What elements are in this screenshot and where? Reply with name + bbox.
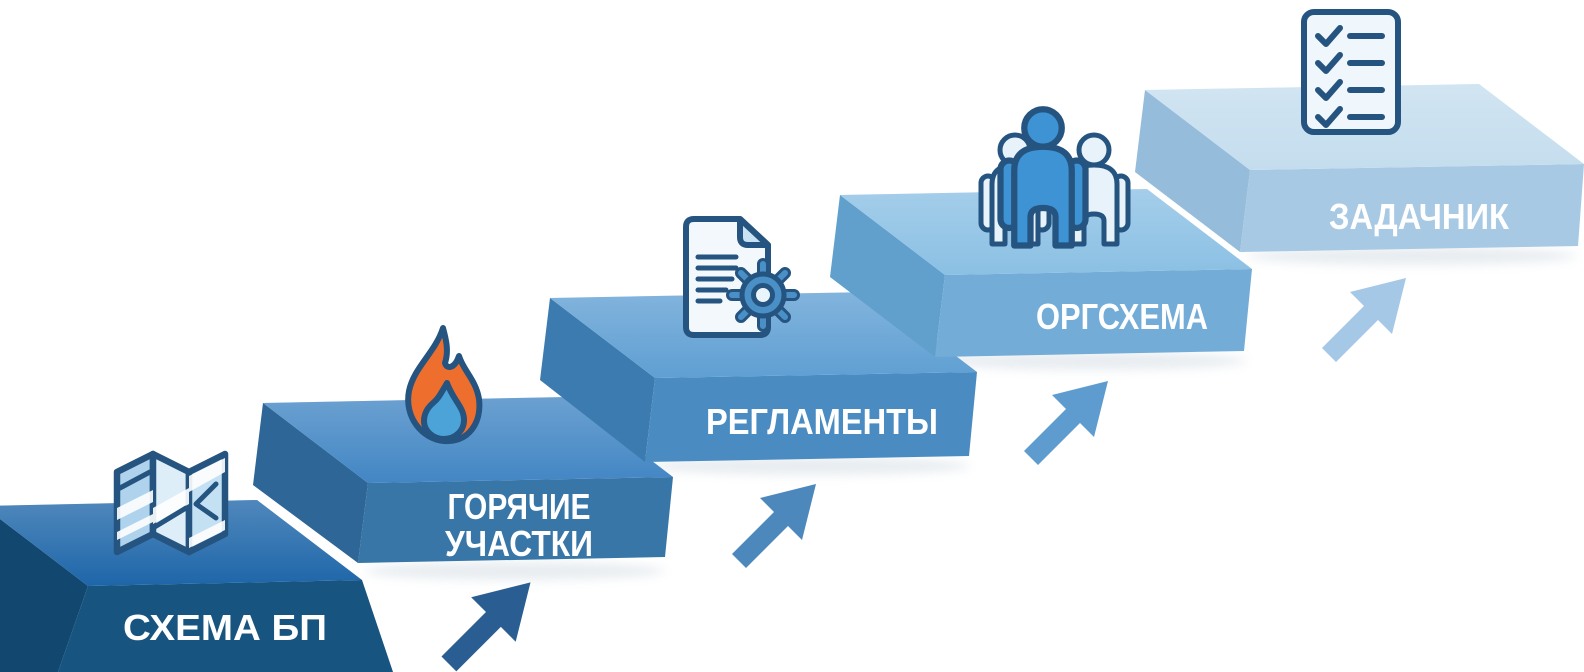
step2-top-sheen <box>263 397 673 483</box>
gear <box>726 258 800 332</box>
step3-label: РЕГЛАМЕНТЫ <box>706 401 938 442</box>
step2-side-face <box>253 403 368 563</box>
step1-side-face <box>0 518 88 672</box>
step1-front-face <box>58 580 393 672</box>
step5-side-face <box>1135 90 1250 252</box>
step5-label: ЗАДАЧНИК <box>1329 196 1510 237</box>
step-orgschema: ОРГСХЕМА <box>830 109 1252 357</box>
step-goryachie-uchastki: ГОРЯЧИЕ УЧАСТКИ <box>253 325 673 564</box>
step3-front-face <box>645 372 977 462</box>
flame-icon <box>405 325 483 445</box>
step-schema-bp: СХЕМА БП <box>0 450 393 672</box>
step1-label: СХЕМА БП <box>123 607 327 648</box>
document-gear-icon <box>683 216 800 338</box>
map-icon <box>113 450 229 556</box>
step4-label: ОРГСХЕМА <box>1036 296 1208 337</box>
step3-side-face <box>540 298 655 462</box>
step4-front-face <box>935 269 1252 357</box>
step2-label-line1: ГОРЯЧИЕ <box>448 486 591 527</box>
ground-shadows <box>365 247 1577 580</box>
step2-label-line2: УЧАСТКИ <box>445 523 593 564</box>
checklist-icon <box>1301 9 1401 135</box>
step2-front-face <box>358 477 673 563</box>
step4-top-sheen <box>840 189 1252 275</box>
step4-side-face <box>830 195 945 357</box>
step5-front-face <box>1240 164 1584 252</box>
step-zadachnik: ЗАДАЧНИК <box>1135 9 1584 252</box>
step-reglamenty: РЕГЛАМЕНТЫ <box>540 216 977 462</box>
